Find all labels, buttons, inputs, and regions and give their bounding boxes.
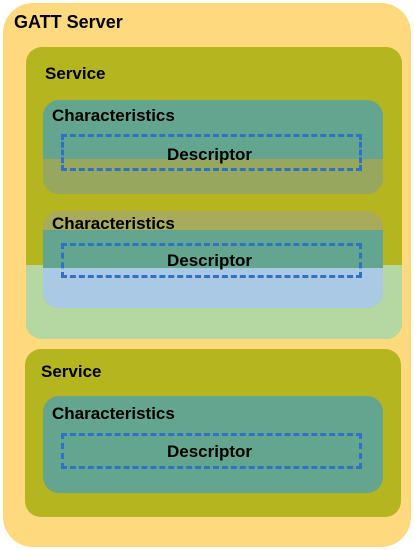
descriptor-box — [61, 134, 362, 171]
characteristic-highlight-region — [43, 230, 383, 268]
service-title: Service — [41, 362, 102, 381]
descriptor-box — [61, 243, 362, 278]
characteristic-title: Characteristics — [52, 214, 175, 233]
characteristic-box — [43, 100, 383, 194]
characteristic-selected-region — [43, 268, 383, 308]
gatt-server-title: GATT Server — [14, 12, 123, 32]
service-title: Service — [45, 64, 106, 83]
descriptor-box — [61, 433, 362, 469]
characteristic-faded-region — [43, 159, 383, 194]
descriptor-label: Descriptor — [167, 251, 253, 270]
characteristic-title: Characteristics — [52, 106, 175, 125]
characteristic-box — [43, 211, 383, 308]
descriptor-label: Descriptor — [167, 442, 253, 461]
descriptor-label: Descriptor — [167, 145, 253, 164]
characteristic-box — [43, 396, 383, 493]
characteristic-title: Characteristics — [52, 404, 175, 423]
